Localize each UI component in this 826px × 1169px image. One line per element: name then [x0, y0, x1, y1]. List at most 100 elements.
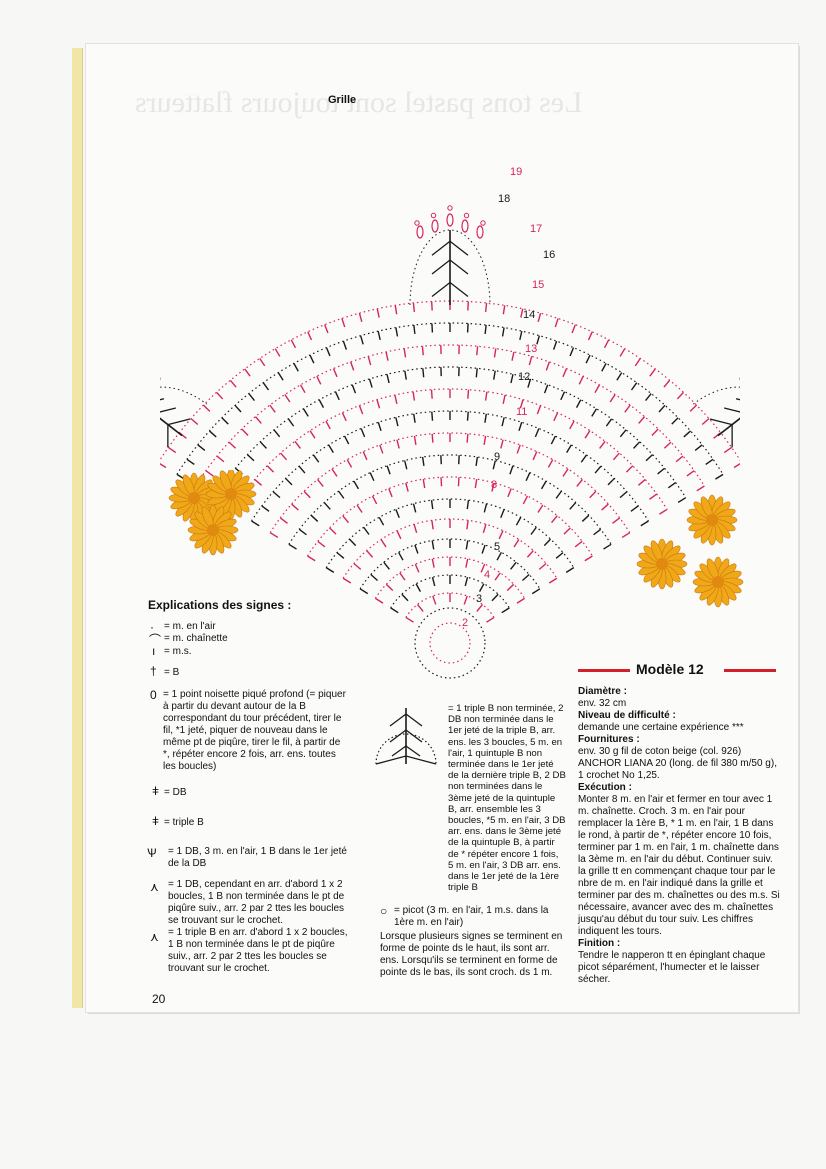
diagram-stitch: [247, 455, 254, 461]
diagram-stitch: [326, 568, 334, 573]
fin-value: Tendre le napperon tt en épinglant chaqu…: [578, 950, 780, 986]
diagram-stitch: [612, 518, 619, 523]
diagram-stitch: [432, 412, 433, 421]
diagram-stitch: [332, 469, 337, 476]
diagram-stitch: [503, 328, 505, 337]
diagram-stitch: [519, 422, 522, 431]
diagram-stitch: [270, 405, 275, 412]
model-title: Modèle 12: [636, 661, 704, 677]
diagram-stitch: [620, 349, 625, 357]
diagram-stitch: [378, 422, 381, 431]
diagram-stitch: [303, 409, 308, 417]
diagram-stitch: [280, 518, 287, 523]
flower-left: [166, 470, 271, 560]
diagram-stitch: [325, 325, 328, 333]
diagram-stitch: [706, 459, 713, 464]
row-number-label: 11: [516, 406, 527, 418]
diagram-stitch: [249, 394, 255, 401]
diagram-stitch: [260, 442, 266, 449]
diagram-stitch: [482, 545, 485, 553]
diagram-stitch: [423, 368, 424, 377]
diagram-stitch: [467, 434, 468, 443]
diagram-stitch: [418, 604, 424, 611]
diagram-stitch: [620, 492, 627, 498]
diagram-stitch: [467, 500, 468, 509]
diagram-ring: [415, 608, 485, 678]
diagram-stitch: [538, 313, 540, 322]
diagram-stitch: [294, 363, 298, 371]
diagram-stitch: [347, 460, 351, 468]
legend-db-arr: = 1 DB, cependant en arr. d'abord 1 x 2 …: [168, 879, 352, 927]
diagram-stitch: [406, 483, 408, 492]
diagram-stitch: [422, 346, 423, 355]
diagram-stitch: [492, 594, 498, 601]
diagram-stitch: [510, 466, 513, 474]
legend-picot: = picot (3 m. en l'air, 1 m.s. dans la 1…: [394, 905, 564, 929]
diagram-stitch: [494, 349, 495, 358]
diagram-stitch: [676, 456, 683, 462]
diagram-stitch: [432, 541, 434, 550]
diagram-stitch: [389, 489, 392, 497]
diagram-stitch: [405, 371, 406, 380]
diagram-stitch: [413, 392, 414, 401]
diagram-stitch: [503, 395, 505, 404]
diagram-stitch: [432, 577, 434, 586]
diagram-stitch: [361, 429, 364, 437]
diagram-stitch: [650, 369, 655, 376]
diagram-stitch: [414, 414, 415, 423]
diagram-stitch: [222, 418, 228, 424]
diagram-stitch: [371, 575, 378, 581]
diagram-stitch: [432, 324, 433, 333]
diagram-stitch: [652, 429, 658, 435]
diagram-stitch: [690, 405, 696, 411]
puff-stitch-icon: 0: [150, 688, 157, 702]
diagram-stitch: [664, 380, 670, 387]
diagram-stitch: [590, 491, 596, 498]
diagram-stitch: [275, 349, 280, 357]
legend-db3: = 1 DB, 3 m. en l'air, 1 B dans le 1er j…: [168, 846, 350, 870]
diagram-stitch: [476, 457, 477, 466]
diagram-stitch: [368, 356, 370, 365]
diagram-stitch: [734, 463, 740, 468]
row-number-label: 19: [510, 166, 522, 178]
diagram-stitch: [318, 541, 325, 547]
exec-value: Monter 8 m. en l'air et fermer en tour a…: [578, 794, 780, 938]
diagram-stitch: [308, 332, 312, 340]
diagram-stitch: [554, 413, 558, 421]
diagram-stitch: [413, 303, 414, 312]
diagram-stitch: [317, 376, 321, 384]
diagram-stitch: [556, 491, 561, 498]
treble-icon: ǂ: [152, 784, 159, 798]
diagram-leaf: [410, 206, 490, 305]
diagram-stitch: [395, 395, 397, 404]
diagram-stitch: [380, 445, 383, 453]
legend-ch: = m. en l'air: [164, 621, 284, 633]
diagram-stitch: [585, 556, 593, 561]
diagram-stitch: [432, 390, 433, 399]
legend-title: Explications des signes :: [148, 598, 291, 612]
diagram-stitch: [585, 431, 590, 439]
diagram-stitch: [548, 460, 552, 468]
diagram-stitch: [595, 385, 599, 393]
diagram-stitch: [270, 533, 278, 538]
diagram-stitch: [245, 369, 250, 376]
diagram-stitch: [546, 362, 549, 370]
diagram-stitch: [289, 544, 297, 549]
triple-treble-icon: ǂ: [152, 814, 159, 828]
diagram-stitch: [406, 617, 414, 622]
diagram-stitch: [477, 604, 483, 611]
diagram-stitch: [326, 421, 330, 429]
diagram-stitch: [724, 447, 731, 452]
diagram-stitch: [432, 434, 433, 443]
diam-label: Diamètre :: [578, 686, 627, 697]
model-header: Modèle 12: [578, 662, 776, 680]
diagram-stitch: [319, 400, 323, 408]
diagram-stitch: [402, 594, 408, 601]
diagram-stitch: [387, 374, 389, 383]
diagram-stitch: [295, 441, 300, 448]
fourn-value: env. 30 g fil de coton beige (col. 926) …: [578, 746, 780, 782]
diagram-stitch: [299, 466, 305, 473]
diagram-stitch: [535, 429, 538, 437]
diagram-stitch: [579, 376, 583, 384]
diagram-stitch: [423, 479, 424, 488]
